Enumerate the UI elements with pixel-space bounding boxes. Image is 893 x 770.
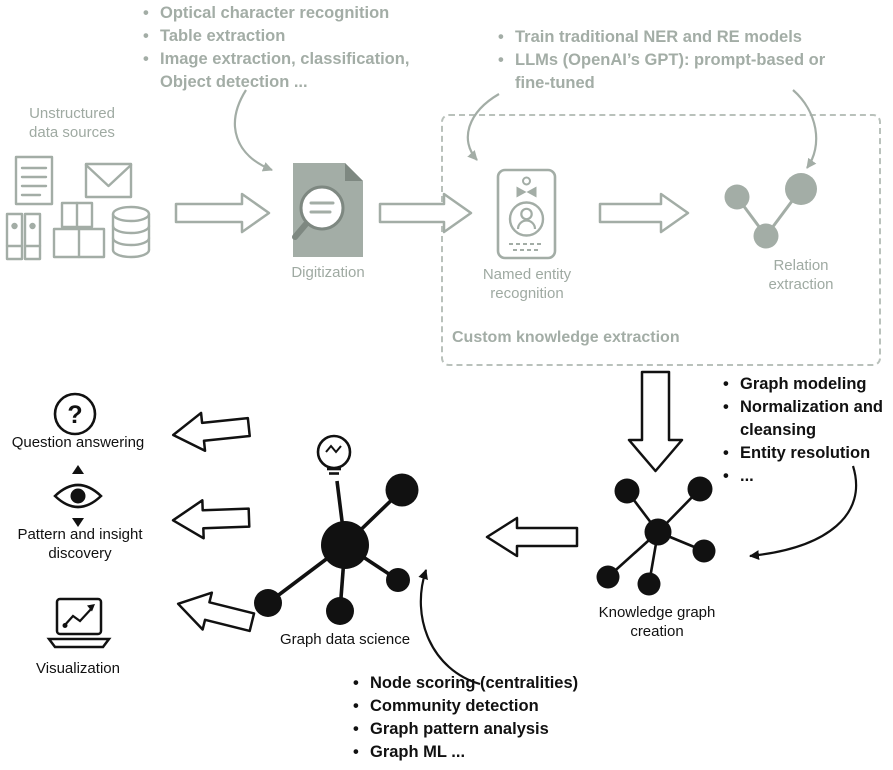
arrow-gds-to-visualization (176, 591, 256, 633)
list-item-text: Graph pattern analysis (370, 720, 549, 738)
visualization-label: Visualization (36, 660, 120, 677)
list-item-text: Graph modeling (740, 375, 867, 393)
kg-creation-label: Knowledge graph creation (598, 604, 716, 640)
list-item-text: Optical character recognition (160, 4, 390, 22)
curve-ner-list-to-relation (792, 89, 818, 169)
list-item-text: Table extraction (160, 27, 286, 45)
ner-label: Named entity recognition (482, 266, 572, 302)
custom-knowledge-extraction-box (441, 114, 881, 366)
relation-extraction-label: Relation extraction (768, 257, 834, 293)
list-item-text: LLMs (OpenAI’s GPT): prompt-based or fin… (515, 51, 826, 92)
list-item: Train traditional NER and RE models (498, 26, 843, 49)
digitization-methods-list: Optical character recognition Table extr… (143, 2, 443, 94)
named-entity-badge-icon (496, 168, 557, 260)
list-item: Optical character recognition (143, 2, 443, 25)
gray-flow-arrows (174, 192, 690, 234)
list-item-text: Entity resolution (740, 444, 871, 462)
list-item: Graph pattern analysis (353, 718, 663, 741)
custom-knowledge-extraction-label: Custom knowledge extraction (452, 329, 680, 346)
list-item-text: Image extraction, classification, Object… (160, 50, 410, 91)
list-item: Node scoring (centralities) (353, 672, 663, 695)
list-item: Community detection (353, 695, 663, 718)
arrow-kg-to-gds (485, 516, 579, 558)
list-item-text: Community detection (370, 697, 539, 715)
boxes-icon (52, 201, 106, 259)
graph-data-science-tasks-list: Node scoring (centralities) Community de… (353, 672, 663, 764)
eye-icon (53, 465, 103, 527)
unstructured-sources-icons (5, 155, 151, 261)
list-item: Image extraction, classification, Object… (143, 48, 443, 94)
list-item: Normalization and cleansing (723, 396, 893, 442)
black-curved-arrows (418, 465, 858, 686)
list-item-text: Normalization and cleansing (740, 398, 884, 439)
list-item: Entity resolution (723, 442, 893, 465)
arrow-sources-to-digitization (174, 192, 271, 234)
pattern-discovery-label: Pattern and insight discovery (17, 526, 143, 562)
laptop-chart-icon (46, 597, 112, 649)
question-answering-label: Question answering (11, 434, 145, 451)
curve-ocr-list-to-digitization (233, 89, 273, 172)
list-item-text: Node scoring (centralities) (370, 674, 579, 692)
question-answering-icon: ? (53, 392, 97, 436)
digitization-label: Digitization (291, 264, 365, 281)
lightbulb-icon (316, 434, 352, 475)
list-item: Graph ML ... (353, 741, 663, 764)
arrow-digitization-to-ner (378, 192, 473, 234)
list-item: Graph modeling (723, 373, 893, 396)
curve-tasks-to-gds (418, 569, 481, 686)
relation-extraction-icon (724, 173, 817, 249)
arrow-ner-to-re (598, 192, 690, 234)
list-item: Table extraction (143, 25, 443, 48)
list-item-text: Train traditional NER and RE models (515, 28, 802, 46)
knowledge-extraction-methods-list: Train traditional NER and RE models LLMs… (498, 26, 843, 95)
document-icon (14, 155, 54, 206)
unstructured-sources-label: Unstructured data sources (29, 105, 115, 141)
list-item-text: ... (740, 467, 754, 485)
graph-data-science-icon (254, 434, 419, 625)
database-icon (111, 205, 151, 259)
arrow-extraction-to-kg (627, 370, 684, 473)
list-item: LLMs (OpenAI’s GPT): prompt-based or fin… (498, 49, 843, 95)
envelope-icon (84, 162, 133, 199)
digitization-icon (292, 163, 363, 257)
black-flow-arrows (171, 370, 684, 633)
curve-ner-list-to-badge (466, 93, 500, 161)
question-mark-glyph: ? (67, 401, 82, 429)
kg-creation-tasks-list: Graph modeling Normalization and cleansi… (723, 373, 893, 488)
arrow-gds-to-pattern (171, 499, 251, 540)
list-item: ... (723, 465, 893, 488)
list-item-text: Graph ML ... (370, 743, 466, 761)
knowledge-graph-icon (596, 476, 716, 596)
arrow-gds-to-qa (171, 411, 251, 452)
binders-icon (5, 212, 42, 261)
graph-data-science-label: Graph data science (279, 631, 411, 648)
gray-curved-arrows (233, 89, 818, 172)
